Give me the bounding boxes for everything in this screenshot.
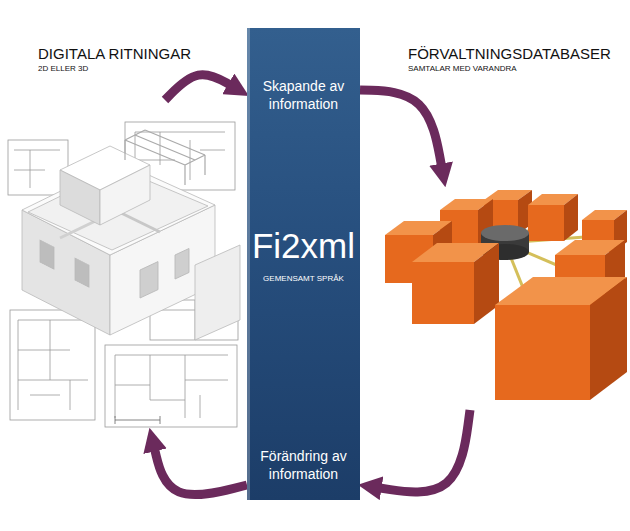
cycle-arrow [154,447,247,495]
cycle-arrow [377,410,470,492]
band-subtitle: GEMENSAMT SPRÅK [247,274,360,284]
band-text: Förändring av information [253,448,354,483]
band-text: Skapande av information [253,78,354,113]
database-network [385,190,627,400]
cycle-arrow [165,75,232,100]
group-subheading: SAMTALAR MED VARANDRA [408,64,517,73]
database-group: FÖRVALTNINGSDATABASERSAMTALAR MED VARAND… [372,185,628,410]
database-cube [495,277,627,400]
database-cube [528,194,578,241]
drawing-group: DIGITALA RITNINGAR2D ELLER 3D [5,100,242,430]
cycle-arrow [360,90,442,168]
group-subheading: 2D ELLER 3D [38,64,88,73]
group-heading: DIGITALA RITNINGAR [38,45,191,62]
language-band: Skapande av informationFi2xmlGEMENSAMT S… [247,28,360,500]
database-cube [412,243,499,324]
band-title: Fi2xml [247,224,360,268]
house-model [22,130,240,340]
group-heading: FÖRVALTNINGSDATABASER [408,45,611,62]
